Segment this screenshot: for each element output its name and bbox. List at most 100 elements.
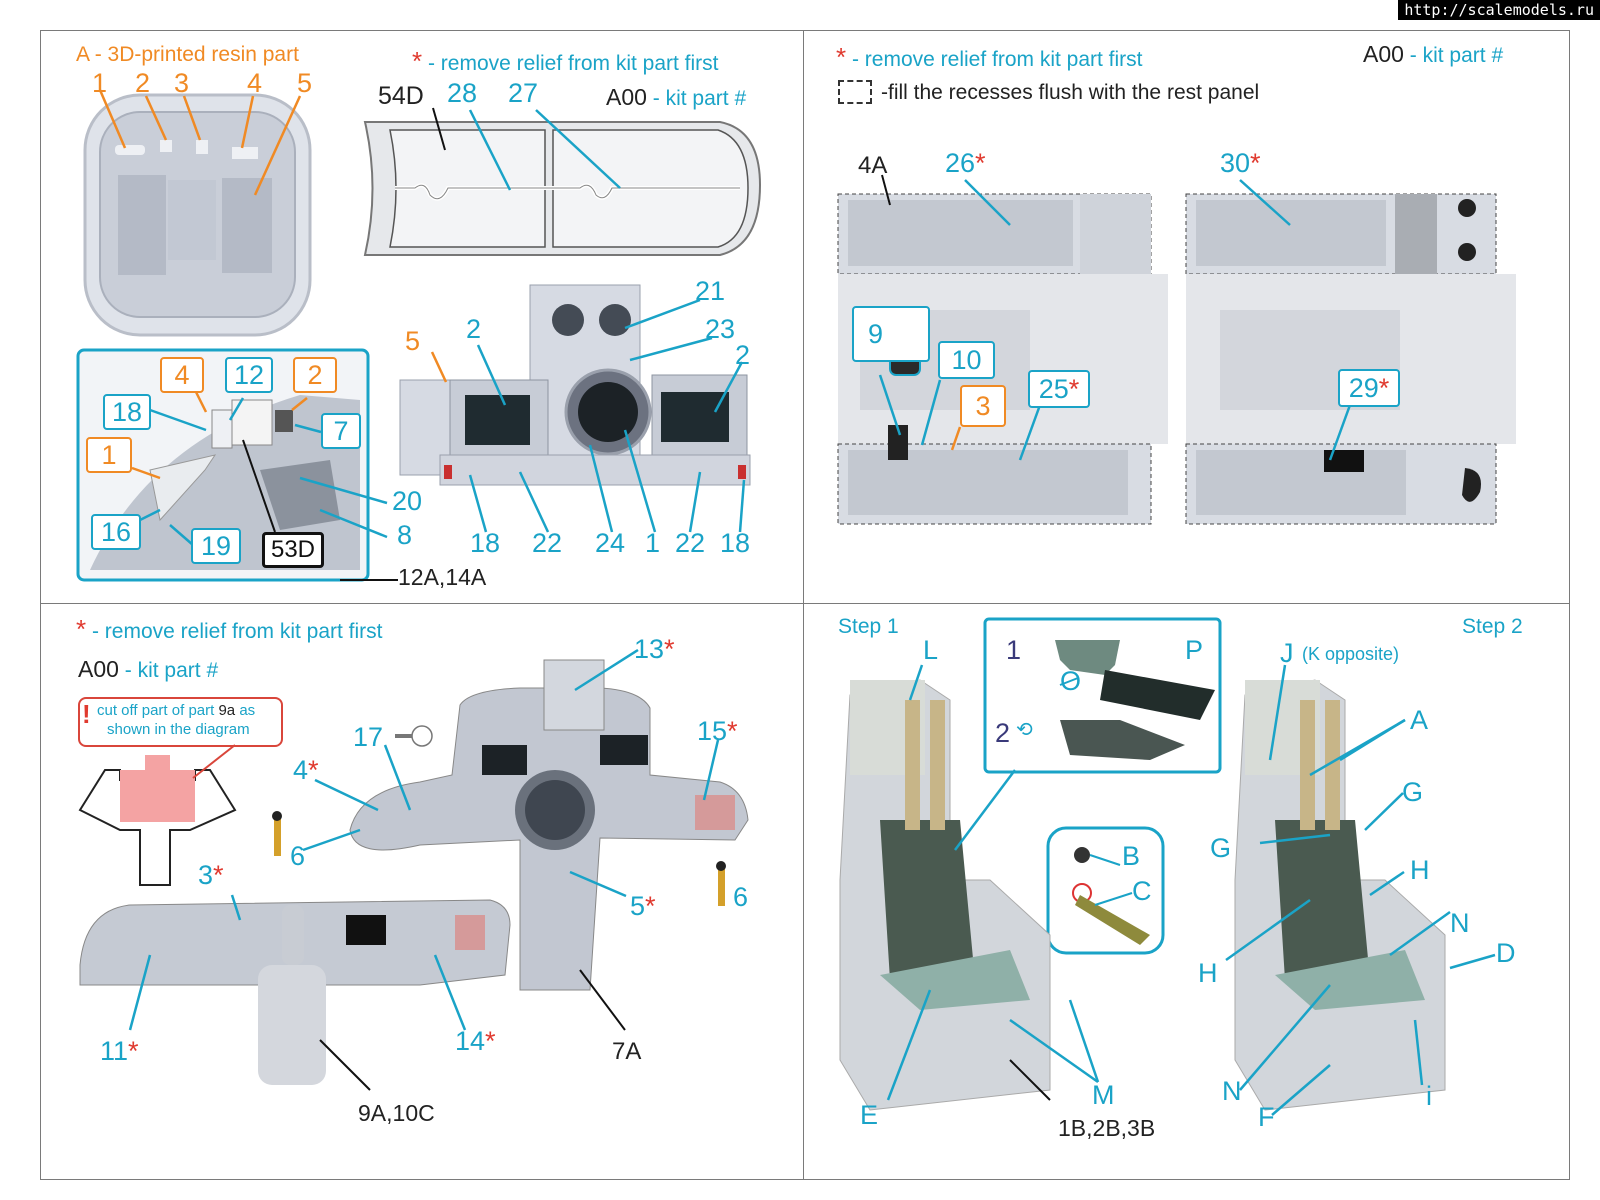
label-17: 17 [353,722,384,752]
inset-label-18: 18 [103,394,151,430]
label-10: 10 [938,341,995,379]
cut-note-line-1: cut off part of part 9a as [97,702,256,719]
label-4-star: 4* [293,755,319,785]
label-5-panel: 5 [405,326,421,356]
inset-label-20: 20 [392,486,423,516]
cut-note-line-2: shown in the diagram [107,721,250,738]
label-D: D [1496,938,1516,968]
label-3: 3 [174,68,190,98]
label-22-left: 22 [532,528,563,558]
remove-relief-text-3: - remove relief from kit part first [86,620,383,643]
label-4: 4 [247,68,263,98]
kit-part-text-2: - kit part # [1403,44,1504,67]
label-E: E [860,1100,879,1130]
label-5: 5 [297,68,313,98]
inset-label-16: 16 [91,514,141,550]
inset-label-19: 19 [191,528,241,564]
remove-relief-note-3: * - remove relief from kit part first [76,614,383,644]
label-29: 29 [1348,372,1379,403]
label-L: L [923,635,939,665]
label-24: 24 [595,528,626,558]
label-25: 25 [1038,373,1069,404]
label-B: B [1122,841,1141,871]
label-C: C [1132,876,1152,906]
vertical-divider [803,30,804,1180]
inset-label-12: 12 [225,357,273,393]
inset-step-2: 2 [995,718,1011,748]
step-1-heading: Step 1 [838,615,899,638]
inset-label-53D: 53D [262,532,324,568]
label-30: 30* [1220,148,1261,178]
label-J: J [1280,638,1294,668]
kit-part-code-3: A00 [78,656,119,682]
label-15: 15* [697,716,738,746]
label-6-left: 6 [290,841,306,871]
label-5-star: 5* [630,891,656,921]
inset-label-7: 7 [321,413,361,449]
sheet-frame [40,30,1570,1180]
label-4A: 4A [858,152,888,179]
remove-relief-note: * - remove relief from kit part first [412,46,719,76]
label-G-right: G [1402,777,1424,807]
label-25-box: 25* [1028,370,1090,408]
label-1B-2B-3B: 1B,2B,3B [1058,1115,1156,1141]
label-O: O [1060,666,1082,696]
label-1: 1 [92,68,108,98]
remove-relief-text-2: - remove relief from kit part first [846,48,1143,71]
legend-a-letter: A [76,43,89,66]
label-K-opposite: (K opposite) [1302,644,1400,664]
label-H-left: H [1198,958,1218,988]
kit-part-legend: A00 - kit part # [606,84,747,110]
label-21: 21 [695,276,726,306]
dashed-recess-symbol [838,80,872,104]
exclamation-icon: ! [82,699,91,729]
inset-label-2: 2 [293,357,337,393]
remove-relief-note-2: * - remove relief from kit part first [836,42,1143,72]
label-7A: 7A [612,1038,642,1065]
label-22-right: 22 [675,528,706,558]
label-2-left-mfd: 2 [466,314,482,344]
label-A-straps: A [1410,705,1429,735]
label-27: 27 [508,78,539,108]
label-18-left: 18 [470,528,501,558]
label-9A-10C: 9A,10C [358,1100,435,1126]
kit-part-legend-3: A00 - kit part # [78,656,219,682]
inset-label-1: 1 [86,437,132,473]
kit-part-legend-2: A00 - kit part # [1363,41,1504,67]
step-2-heading: Step 2 [1462,615,1523,638]
label-F: F [1258,1102,1275,1132]
label-26: 26* [945,148,986,178]
label-3-star: 3* [198,860,224,890]
inset-step-1: 1 [1006,635,1022,665]
label-12A-14A: 12A,14A [398,564,487,590]
fill-recess-note: -fill the recesses flush with the rest p… [881,81,1260,104]
cut-note-box [78,697,283,747]
watermark-url: http://scalemodels.ru [1398,0,1600,20]
kit-part-code-2: A00 [1363,41,1404,67]
label-14: 14* [455,1026,496,1056]
label-M: M [1092,1080,1115,1110]
kit-part-text: - kit part # [646,87,747,110]
label-H-right: H [1410,855,1430,885]
label-N-left: N [1222,1076,1242,1106]
label-6-right: 6 [733,882,749,912]
label-29-box: 29* [1338,369,1400,407]
remove-relief-text: - remove relief from kit part first [422,52,719,75]
kit-part-text-3: - kit part # [118,659,219,682]
label-13: 13* [634,634,675,664]
inset-label-8: 8 [397,520,413,550]
label-54D: 54D [378,82,424,110]
kit-part-code: A00 [606,84,647,110]
inset-label-4: 4 [160,357,204,393]
legend-a-text: - 3D-printed resin part [88,43,299,66]
label-i: i [1426,1081,1432,1111]
label-P: P [1185,635,1204,665]
label-3-orange: 3 [960,385,1006,427]
label-G-left: G [1210,833,1232,863]
label-11: 11* [100,1036,139,1066]
label-N-right: N [1450,908,1470,938]
label-28: 28 [447,78,478,108]
label-23: 23 [705,314,736,344]
horizontal-divider [40,603,1570,604]
label-9: 9 [868,318,884,349]
